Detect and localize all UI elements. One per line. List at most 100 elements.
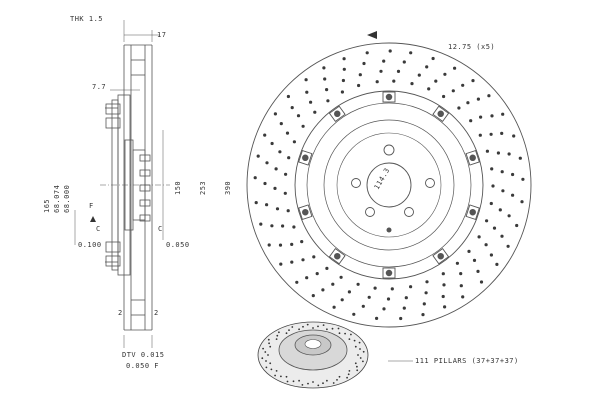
dim-253: 253 (199, 181, 207, 195)
drill-hole (461, 295, 465, 299)
drill-hole (515, 223, 519, 228)
drill-hole (278, 150, 282, 154)
drill-hole (315, 272, 319, 276)
drill-hole (479, 280, 484, 284)
thumb-hole (261, 357, 264, 360)
drill-hole (471, 79, 475, 83)
disc-outer-edge (246, 42, 532, 328)
drill-hole (507, 214, 511, 218)
bore-dimension: 114.3 (373, 167, 392, 191)
thumb-hole (267, 354, 269, 356)
label-f: F (89, 202, 94, 210)
thumb-hole (312, 381, 314, 383)
bobbin (328, 247, 346, 265)
lug-hole-top (383, 144, 395, 156)
drill-hole (518, 156, 522, 160)
thumb-hole (347, 373, 350, 376)
drill-hole (466, 101, 470, 105)
drill-hole (326, 99, 330, 103)
bobbin (298, 149, 313, 166)
drill-hole (342, 67, 346, 71)
drill-hole (495, 262, 499, 266)
thumb-hole (269, 362, 272, 365)
thumb-hole (357, 354, 359, 356)
drill-hole (496, 151, 500, 155)
thumb-hole (354, 345, 357, 348)
drill-hole (422, 302, 426, 306)
dim-2-right: 2 (154, 309, 159, 317)
drill-hole (520, 200, 524, 204)
bobbin (432, 247, 450, 265)
drill-hole (341, 78, 345, 83)
lug-hole-bottom-left (365, 207, 375, 217)
drill-hole (469, 119, 473, 123)
thumb-hole (331, 327, 334, 330)
drill-hole (500, 170, 504, 174)
drill-hole (490, 114, 494, 118)
drill-hole (286, 94, 290, 99)
drill-hole (312, 255, 316, 259)
lug-circle (336, 132, 442, 238)
rotation-arrow-icon (367, 31, 377, 39)
drill-hole (507, 152, 511, 156)
drill-hole (510, 172, 515, 177)
thumb-hole (292, 380, 295, 383)
hat-inner (323, 119, 455, 251)
drill-hole (489, 132, 493, 136)
drill-hole (489, 201, 493, 206)
drill-hole (313, 110, 317, 114)
drill-hole (409, 51, 413, 55)
thumb-hole (332, 382, 335, 384)
drill-hole (443, 72, 447, 76)
drill-hole (259, 222, 263, 226)
thumb-hole (275, 370, 278, 372)
drill-hole (485, 149, 489, 153)
drill-hole (453, 66, 457, 70)
dim-7-7: 7.7 (92, 83, 106, 91)
thumb-hole (291, 326, 294, 328)
thumb-hole (267, 338, 270, 341)
drill-hole (296, 114, 301, 118)
drill-hole (443, 305, 447, 309)
drill-hole (283, 191, 287, 195)
drill-hole (501, 189, 505, 193)
drill-hole (489, 253, 493, 257)
drill-hole (386, 297, 391, 301)
drill-hole (390, 287, 394, 291)
thumb-hole (362, 350, 365, 353)
thumb-hole (359, 357, 362, 359)
thumb-hole (278, 331, 280, 334)
dim-390: 390 (224, 181, 232, 195)
drill-hole (339, 275, 343, 279)
thumb-hole (265, 360, 267, 362)
drill-hole (434, 79, 438, 83)
lug-hole-left (351, 178, 361, 188)
drill-hole (467, 249, 471, 253)
drill-hole (361, 304, 365, 308)
bobbin (328, 105, 346, 123)
bobbin (465, 149, 480, 166)
drill-hole (270, 141, 274, 146)
drill-hole (373, 286, 377, 290)
thumb-hole (338, 375, 341, 378)
drill-hole (292, 140, 296, 144)
drill-hole (487, 94, 491, 98)
bobbin (382, 267, 396, 279)
drill-hole (290, 106, 294, 110)
drill-hole (421, 313, 425, 317)
thumb-hole (286, 380, 289, 383)
drill-hole (491, 184, 495, 188)
drill-hole (382, 307, 386, 311)
thumb-hole (280, 375, 282, 378)
thumb-hole (322, 382, 324, 385)
drill-hole (253, 176, 257, 180)
drill-hole (284, 172, 288, 176)
thumb-hole (307, 382, 309, 385)
tolerance-left: 0.100 (78, 241, 102, 249)
drill-hole (409, 285, 413, 289)
drill-hole (410, 82, 414, 86)
thumb-hole (353, 339, 356, 342)
thumb-hole (269, 345, 272, 348)
drill-hole (492, 226, 497, 230)
